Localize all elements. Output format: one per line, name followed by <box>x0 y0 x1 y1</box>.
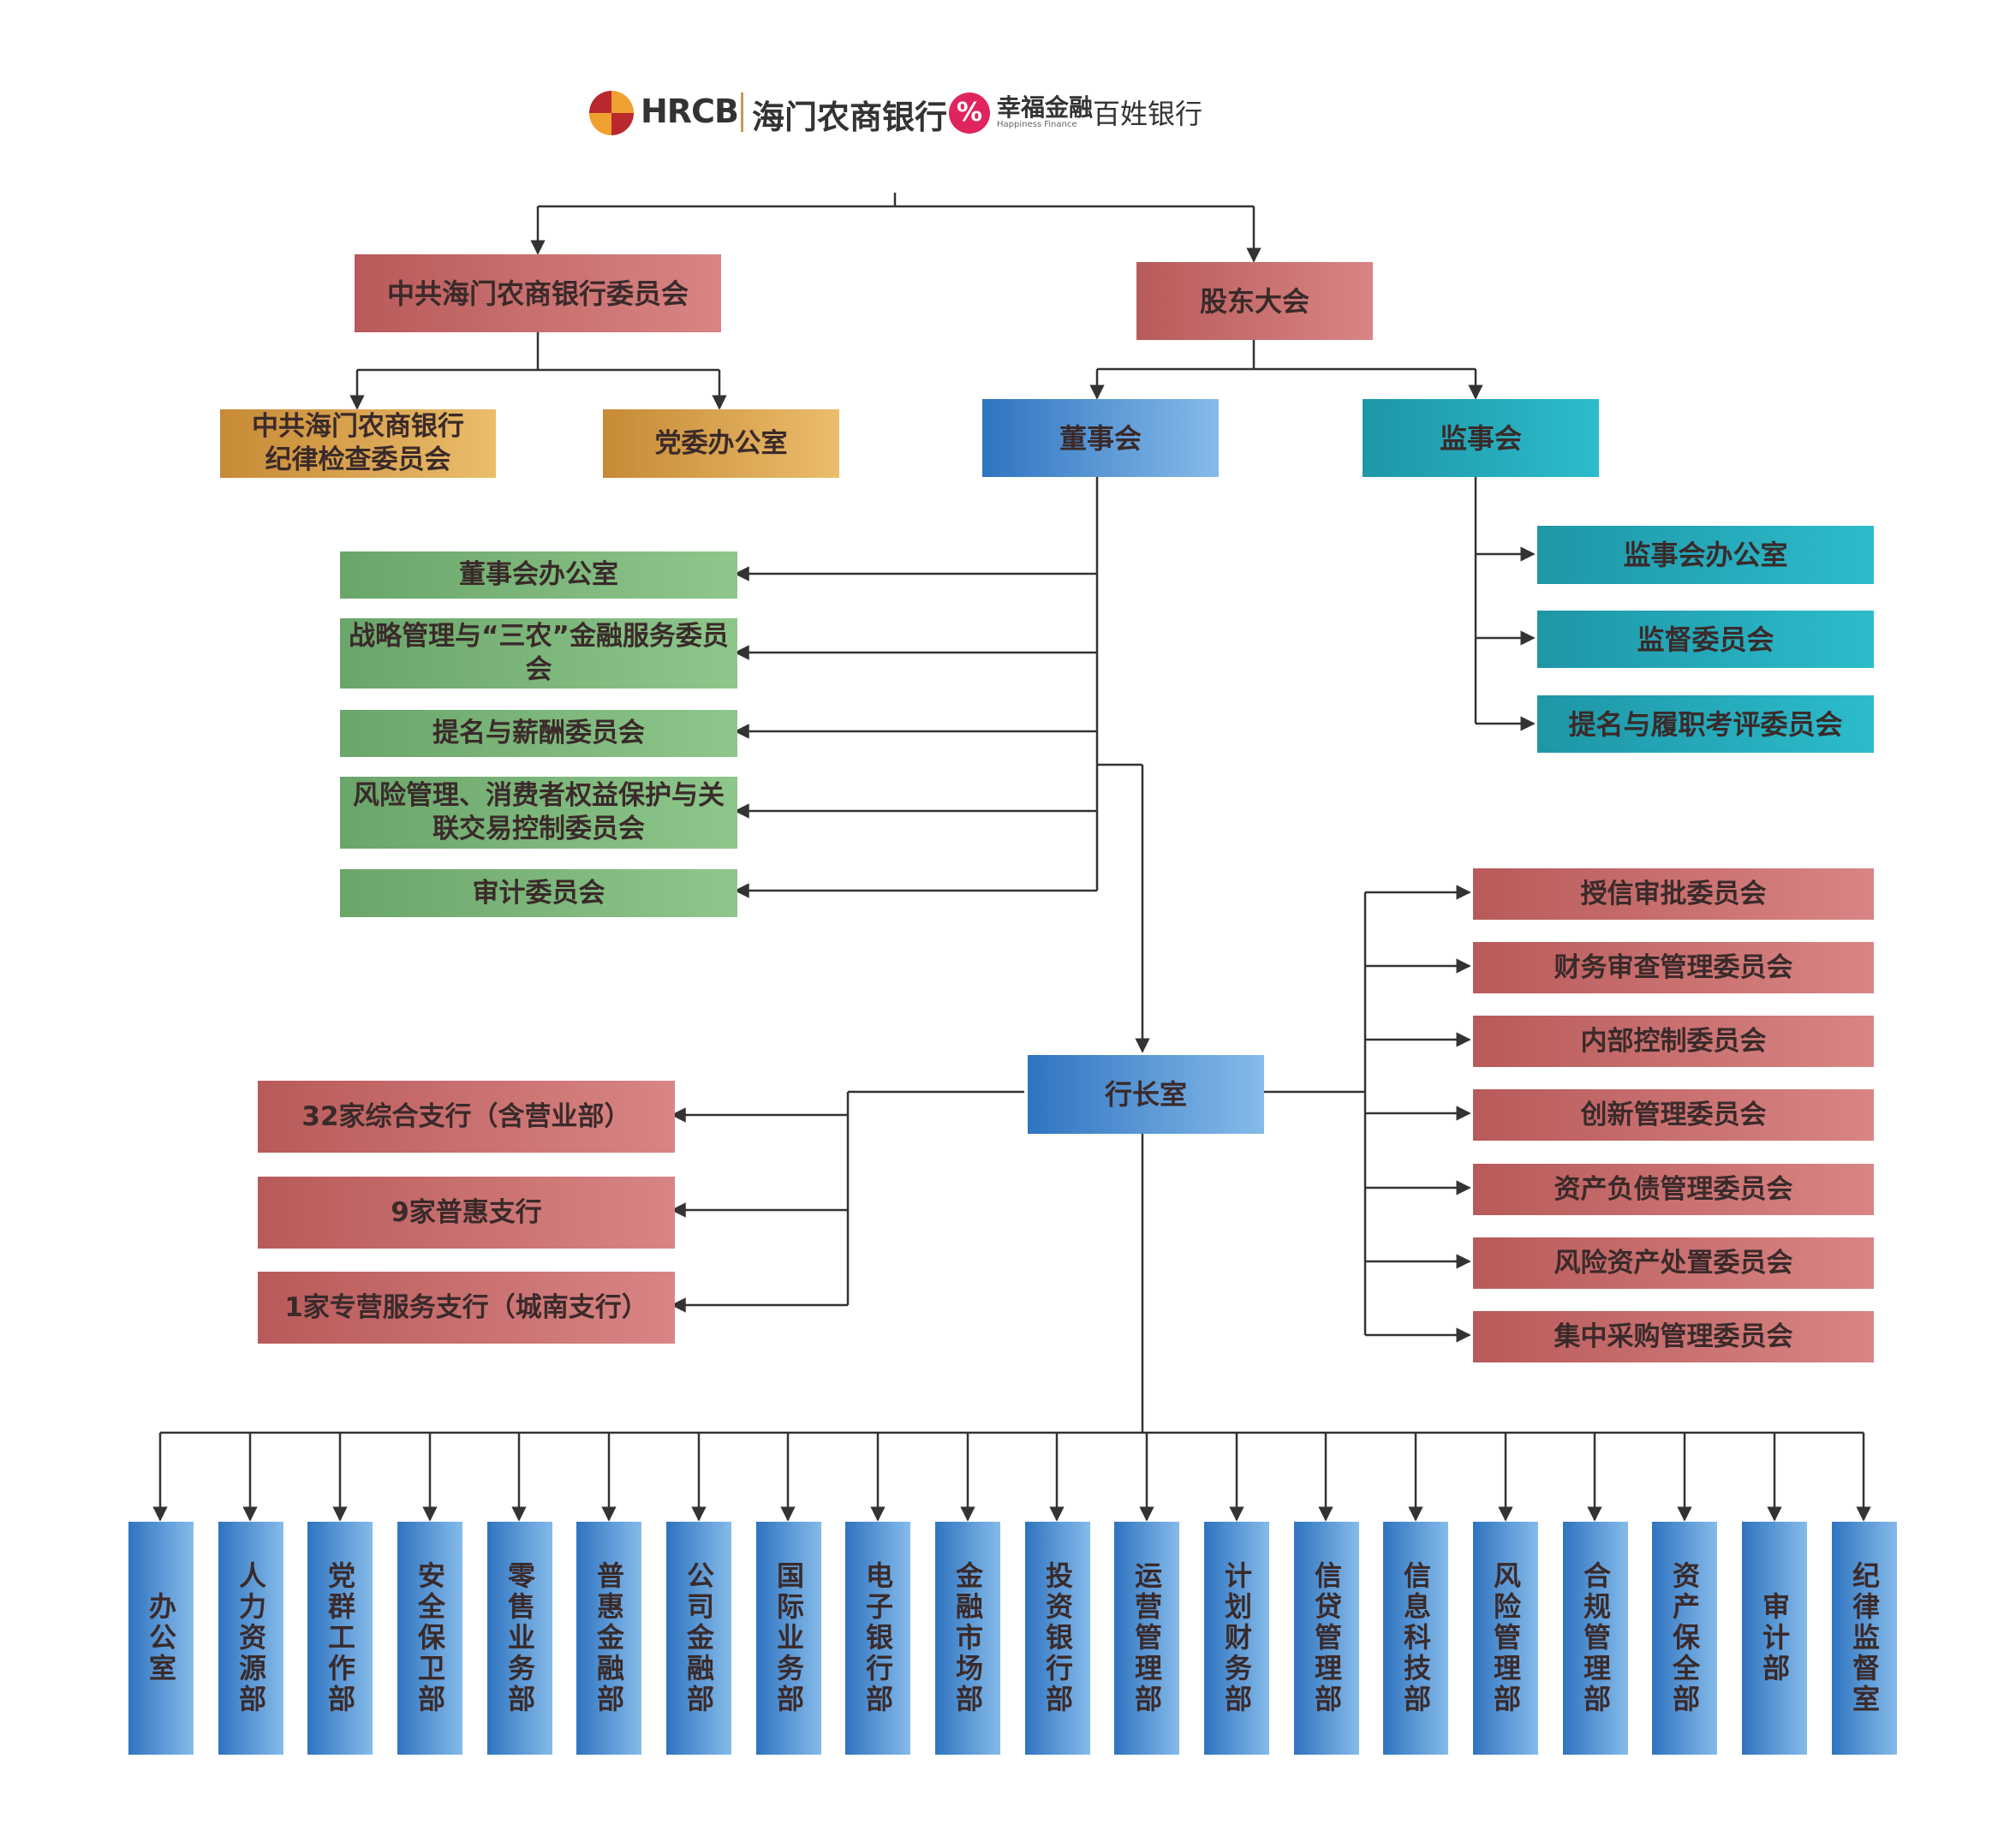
branch-box: 32家综合支行（含营业部） <box>258 1081 675 1153</box>
branch-box: 9家普惠支行 <box>258 1177 675 1249</box>
discipline-committee-box: 中共海门农商银行纪律检查委员会 <box>220 409 496 478</box>
hrcb-logo-icon <box>589 91 634 135</box>
department-box: 普惠金融部 <box>576 1522 641 1755</box>
supervisory-committee-box: 提名与履职考评委员会 <box>1537 695 1874 753</box>
management-committee-box: 内部控制委员会 <box>1473 1016 1874 1067</box>
happiness-finance-en: Happiness Finance <box>997 120 1077 129</box>
management-committee-box: 创新管理委员会 <box>1473 1089 1874 1141</box>
happiness-finance-icon: % <box>949 92 990 134</box>
management-committee-box: 授信审批委员会 <box>1473 868 1874 920</box>
bank-name: 海门农商银行 <box>752 98 948 136</box>
department-box: 运营管理部 <box>1114 1522 1179 1755</box>
management-committee-box: 财务审查管理委员会 <box>1473 942 1874 993</box>
party-office-box: 党委办公室 <box>603 409 839 478</box>
department-box: 纪律监督室 <box>1832 1522 1897 1755</box>
shareholders-meeting-box: 股东大会 <box>1136 262 1373 340</box>
party-committee-box: 中共海门农商银行委员会 <box>355 254 721 332</box>
department-box: 国际业务部 <box>756 1522 821 1755</box>
department-box: 零售业务部 <box>487 1522 552 1755</box>
supervisory-committee-box: 监事会办公室 <box>1537 526 1874 584</box>
happiness-finance-cn: 幸福金融 <box>997 93 1094 122</box>
department-box: 人力资源部 <box>218 1522 283 1755</box>
slogan: 百姓银行 <box>1093 98 1203 130</box>
department-box: 安全保卫部 <box>397 1522 462 1755</box>
department-box: 信息科技部 <box>1383 1522 1448 1755</box>
department-box: 电子银行部 <box>845 1522 910 1755</box>
department-box: 风险管理部 <box>1473 1522 1538 1755</box>
department-box: 金融市场部 <box>935 1522 1000 1755</box>
president-office-box: 行长室 <box>1028 1055 1264 1134</box>
department-box: 投资银行部 <box>1025 1522 1090 1755</box>
branch-box: 1家专营服务支行（城南支行） <box>258 1272 675 1344</box>
department-box: 审计部 <box>1742 1522 1807 1755</box>
board-committee-box: 提名与薪酬委员会 <box>340 710 737 757</box>
management-committee-box: 集中采购管理委员会 <box>1473 1311 1874 1362</box>
logo-divider <box>741 92 743 132</box>
department-box: 合规管理部 <box>1563 1522 1628 1755</box>
board-of-directors-box: 董事会 <box>982 399 1219 477</box>
board-committee-box: 审计委员会 <box>340 869 737 917</box>
department-box: 计划财务部 <box>1204 1522 1269 1755</box>
board-committee-box: 董事会办公室 <box>340 551 737 599</box>
management-committee-box: 风险资产处置委员会 <box>1473 1237 1874 1289</box>
bank-logo: HRCB 海门农商银行 % 幸福金融 Happiness Finance 百姓银… <box>589 86 1206 140</box>
supervisory-board-box: 监事会 <box>1363 399 1599 477</box>
department-box: 公司金融部 <box>666 1522 731 1755</box>
brand-name: HRCB <box>641 92 739 130</box>
supervisory-committee-box: 监督委员会 <box>1537 611 1874 668</box>
department-box: 办公室 <box>128 1522 194 1755</box>
board-committee-box: 战略管理与“三农”金融服务委员会 <box>340 618 737 689</box>
department-box: 资产保全部 <box>1652 1522 1717 1755</box>
department-box: 信贷管理部 <box>1294 1522 1359 1755</box>
department-box: 党群工作部 <box>307 1522 373 1755</box>
board-committee-box: 风险管理、消费者权益保护与关联交易控制委员会 <box>340 777 737 849</box>
management-committee-box: 资产负债管理委员会 <box>1473 1164 1874 1215</box>
